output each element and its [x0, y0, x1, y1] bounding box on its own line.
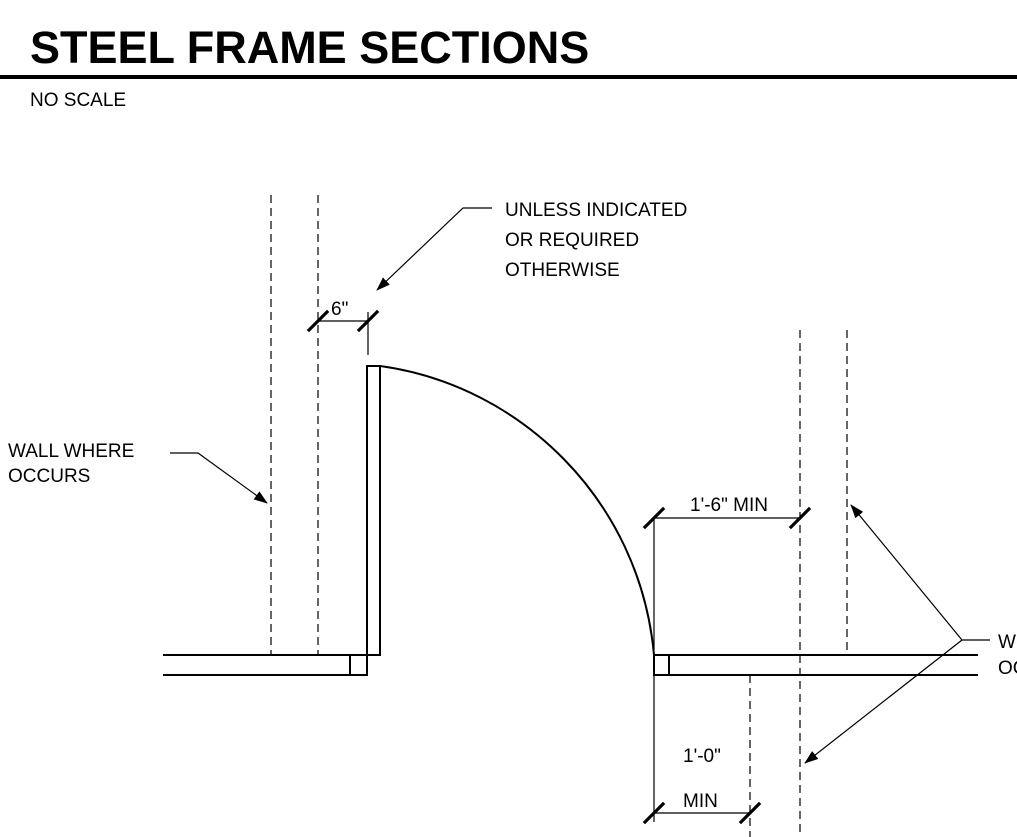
dim-bottom-min: MIN: [683, 791, 718, 812]
dim-bottom-tick-left: [642, 801, 666, 825]
note-unless-indicated-line3: OTHERWISE: [505, 260, 620, 281]
leader-wall-right-up: [850, 504, 963, 641]
dim-6in-tick-left: [306, 309, 330, 333]
note-unless-indicated-line1: UNLESS INDICATED: [505, 200, 687, 221]
note-wall-left-line1: WALL WHERE: [8, 441, 134, 462]
door-swing-arc: [379, 365, 655, 656]
dim-clearance-label: 1'-6" MIN: [690, 495, 768, 516]
dim-6in-label: 6": [331, 299, 348, 320]
door-leaf: [366, 365, 381, 656]
page-title: STEEL FRAME SECTIONS: [30, 22, 590, 73]
leader-unless-indicated: [376, 207, 492, 291]
leader-wall-left: [170, 452, 268, 504]
note-wall-right-line1: W: [998, 632, 1016, 653]
note-wall-right-line2: OC: [998, 658, 1017, 679]
note-wall-left-line2: OCCURS: [8, 466, 90, 487]
left-jamb-stop: [349, 654, 368, 676]
leader-wall-right-down: [804, 639, 963, 764]
dim-clearance-tick-left: [642, 506, 666, 530]
note-unless-indicated-line2: OR REQUIRED: [505, 230, 639, 251]
right-jamb-stop: [653, 654, 670, 676]
dim-bottom-tick-right: [738, 801, 762, 825]
title-underline: [0, 75, 1017, 79]
dim-bottom-value: 1'-0": [683, 746, 721, 767]
scale-note: NO SCALE: [30, 90, 127, 111]
dim-clearance-tick-right: [788, 506, 812, 530]
